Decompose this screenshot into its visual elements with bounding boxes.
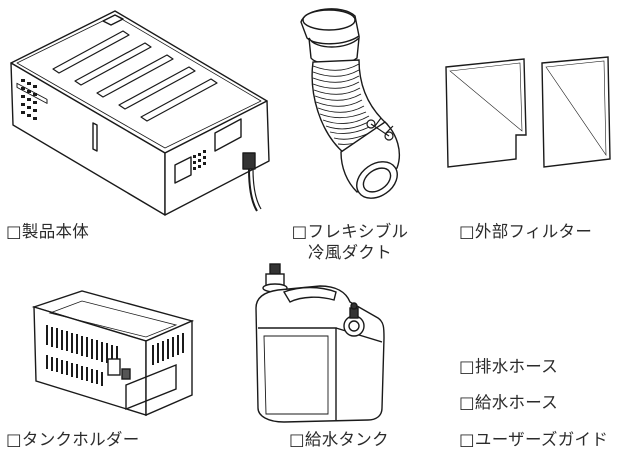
user-guide-label: □ユーザーズガイド xyxy=(459,430,609,449)
drain-hose-label: □排水ホース xyxy=(459,357,559,376)
water-tank-icon xyxy=(250,258,390,425)
water-tank-label: □給水タンク xyxy=(289,430,389,449)
filter-label: □外部フィルター xyxy=(459,222,593,241)
filter-icon xyxy=(440,55,620,175)
tank-holder-icon xyxy=(30,285,200,425)
duct-label-line-1: □フレキシブル xyxy=(291,222,409,241)
main-unit-label: □製品本体 xyxy=(6,222,90,241)
duct-label: □フレキシブル 冷風ダクト xyxy=(284,221,416,263)
main-unit-icon xyxy=(5,5,273,217)
supply-hose-label: □給水ホース xyxy=(459,393,559,412)
tank-holder-label: □タンクホルダー xyxy=(6,430,140,449)
flexible-duct-icon xyxy=(285,2,415,214)
duct-label-line-2: 冷風ダクト xyxy=(308,243,392,262)
